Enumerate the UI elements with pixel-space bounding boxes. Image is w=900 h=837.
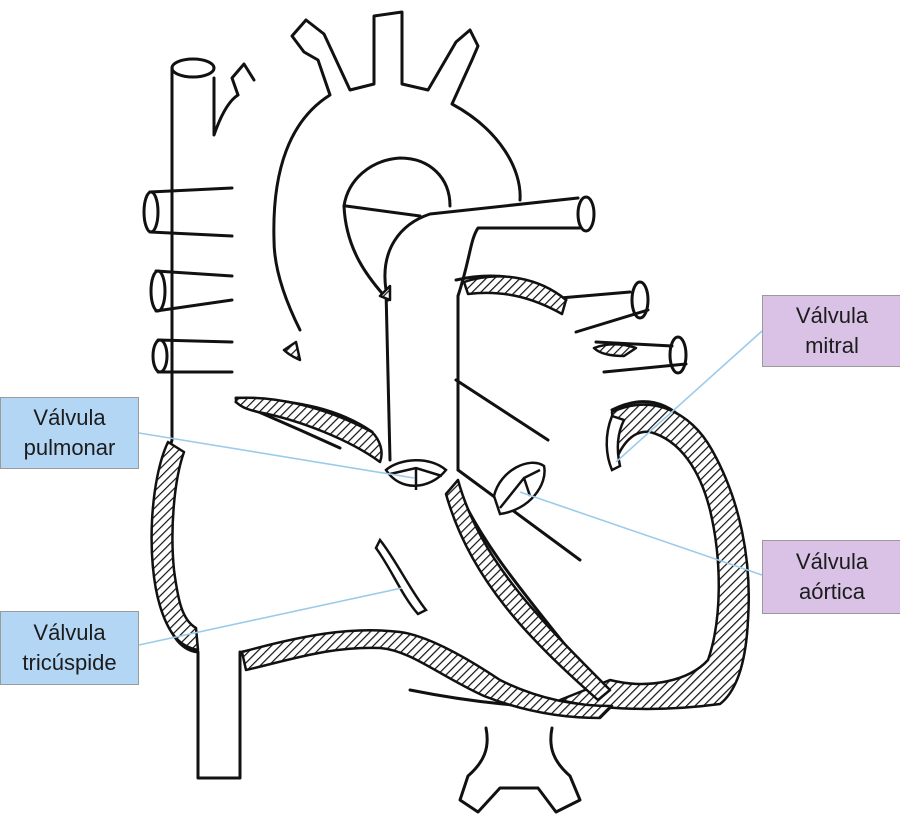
leader-line-pulmonar xyxy=(138,432,415,479)
pulmonary-valve-shape xyxy=(384,459,448,490)
leader-line-mitral xyxy=(615,330,763,463)
leader-line-aortica xyxy=(519,491,763,576)
valves xyxy=(374,414,626,616)
label-valvula-mitral: Válvula mitral xyxy=(762,295,900,367)
leader-lines xyxy=(138,330,763,646)
tricuspid-valve-shape xyxy=(374,537,428,616)
pulmonary-trunk xyxy=(344,195,596,472)
label-valvula-aortica: Válvula aórtica xyxy=(762,540,900,614)
descending-aorta xyxy=(458,726,582,814)
aortic-valve-shape xyxy=(492,461,546,516)
vena-cava xyxy=(154,57,256,780)
right-pulmonary-veins xyxy=(558,280,688,375)
label-valvula-tricuspide: Válvula tricúspide xyxy=(0,611,139,685)
left-pulmonary-veins xyxy=(142,186,234,374)
label-valvula-pulmonar: Válvula pulmonar xyxy=(0,397,139,469)
leader-line-tricuspide xyxy=(138,587,403,646)
myocardium xyxy=(150,275,750,720)
mitral-valve-shape xyxy=(605,414,626,472)
